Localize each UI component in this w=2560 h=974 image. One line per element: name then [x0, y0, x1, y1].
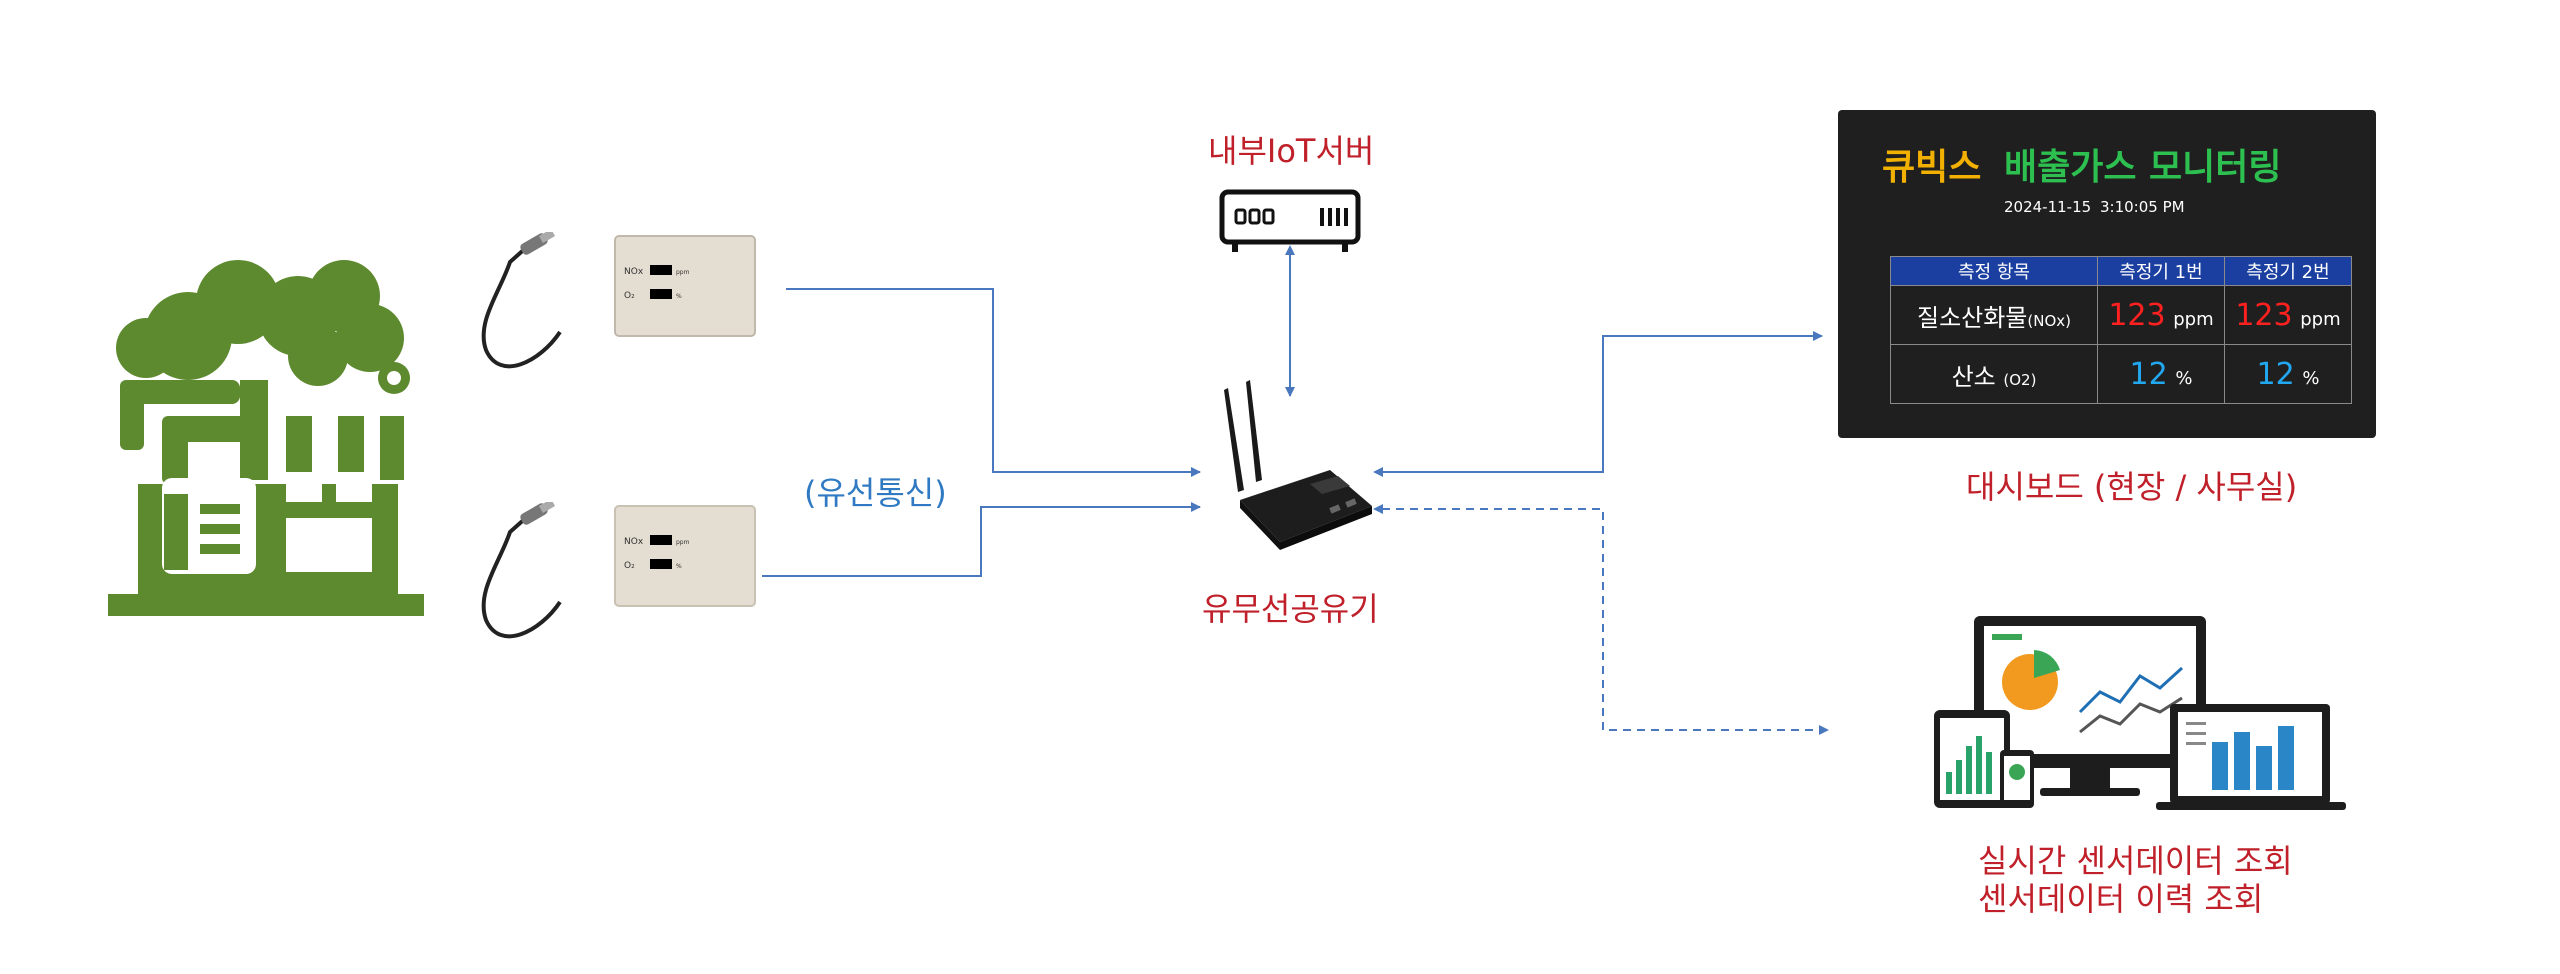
dashboard-time: 3:10:05 PM — [2100, 198, 2185, 216]
sensor-probe-icon: NOx ppm O₂ % — [481, 232, 756, 369]
wired-label: (유선통신) — [804, 474, 947, 512]
router-label: 유무선공유기 — [1202, 590, 1379, 628]
dashboard-screen: 큐빅스 배출가스 모니터링 2024-11-15 3:10:05 PM 측정 항… — [1838, 110, 2376, 438]
svg-text:%: % — [676, 293, 682, 300]
table-header: 측정 항목 — [1890, 256, 2098, 286]
meter2-value: 123 — [2235, 297, 2293, 333]
unit-label: % — [2302, 367, 2320, 389]
line-router-dashboard — [1373, 331, 1823, 477]
svg-text:ppm: ppm — [676, 539, 690, 546]
dashboard-title: 배출가스 모니터링 — [2004, 147, 2282, 188]
table-header: 측정기 2번 — [2224, 256, 2352, 286]
svg-text:O₂: O₂ — [624, 561, 635, 571]
meter2-value: 12 — [2256, 356, 2295, 392]
router-icon — [1224, 380, 1372, 550]
realtime-caption-line2: 센서데이터 이력 조회 — [1978, 880, 2264, 918]
svg-text:NOx: NOx — [624, 537, 644, 547]
row-item-suffix: (O2) — [2003, 370, 2037, 389]
row-item: 산소 — [1951, 362, 1996, 391]
svg-text:%: % — [676, 563, 682, 570]
unit-label: ppm — [2173, 308, 2214, 330]
sensor-ppm-label: ppm — [676, 269, 690, 276]
table-header: 측정기 1번 — [2097, 256, 2225, 286]
factory-icon — [108, 260, 424, 616]
unit-label: % — [2175, 367, 2193, 389]
line-sensor1-router — [786, 288, 1201, 477]
row-item: 질소산화물 — [1916, 303, 2028, 332]
unit-label: ppm — [2300, 308, 2341, 330]
server-label: 내부IoT서버 — [1208, 132, 1375, 170]
dashboard-date: 2024-11-15 — [2004, 198, 2092, 216]
server-icon — [1219, 189, 1361, 252]
table-row: 질소산화물(NOx) 123 ppm 123 ppm — [1890, 285, 2352, 345]
line-sensor2-router — [762, 502, 1201, 577]
dashboard-brand: 큐빅스 — [1882, 147, 1982, 188]
line-router-devices — [1373, 504, 1829, 735]
dashboard-caption: 대시보드 (현장 / 사무실) — [1966, 468, 2298, 506]
sensor-nox-label: NOx — [624, 267, 644, 277]
devices-icon — [1934, 616, 2346, 810]
meter1-value: 123 — [2108, 297, 2166, 333]
table-row: 산소 (O2) 12 % 12 % — [1890, 344, 2352, 404]
meter1-value: 12 — [2129, 356, 2168, 392]
realtime-caption-line1: 실시간 센서데이터 조회 — [1978, 842, 2293, 880]
measurement-table: 측정 항목 측정기 1번 측정기 2번 질소산화물(NOx) 123 ppm 1… — [1890, 256, 2352, 404]
sensor-probe-icon: NOx ppm O₂ % — [481, 502, 756, 639]
row-item-suffix: (NOx) — [2027, 311, 2071, 330]
sensor-o2-label: O₂ — [624, 291, 635, 301]
